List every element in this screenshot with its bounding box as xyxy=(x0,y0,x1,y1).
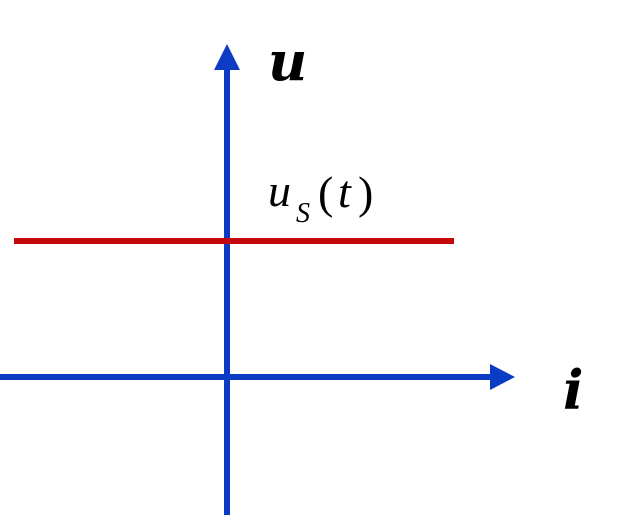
u-axis-arrowhead xyxy=(214,44,240,70)
source-voltage-argument: t xyxy=(338,166,352,217)
source-voltage-label: u S ( t ) xyxy=(268,165,373,229)
u-axis-label: u xyxy=(268,29,307,93)
source-voltage-subscript: S xyxy=(296,198,310,229)
i-axis-label: i xyxy=(563,358,584,422)
i-axis-arrowhead xyxy=(490,364,515,390)
source-voltage-close-paren: ) xyxy=(358,167,373,218)
source-voltage-symbol: u xyxy=(268,165,291,216)
source-voltage-open-paren: ( xyxy=(318,167,333,218)
